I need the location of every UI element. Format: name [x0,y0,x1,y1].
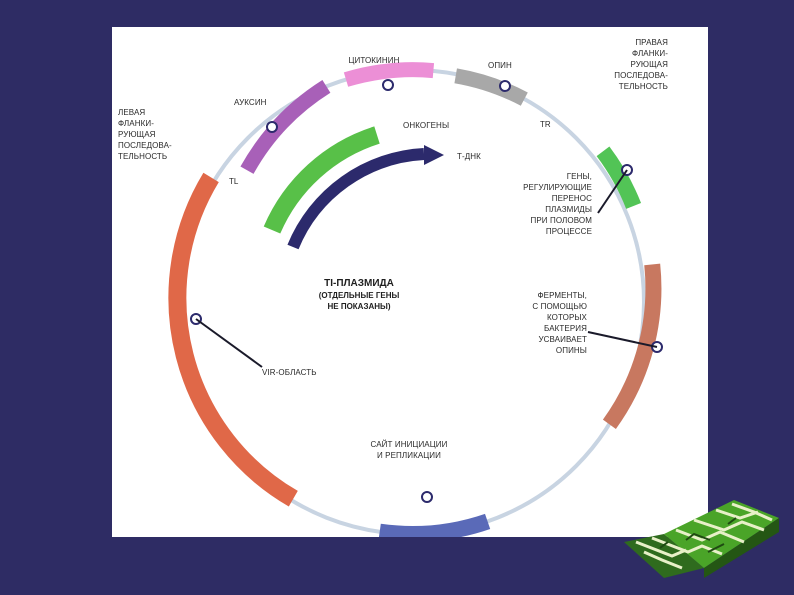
opine-enzymes-leader [587,331,658,348]
diagram-title: TI-ПЛАЗМИДА [324,278,394,289]
tdna-arc [287,148,425,250]
replication-site-label: САЙТ ИНИЦИАЦИИ И РЕПЛИКАЦИИ [370,440,448,460]
plasmid-diagram: TL TR [168,62,663,537]
oncogenes-arc [263,126,380,234]
oncogenes-label: ОНКОГЕНЫ [403,121,450,130]
right-flank-label: ПРАВАЯ ФЛАНКИ- РУЮЩАЯ ПОСЛЕДОВА- ТЕЛЬНОС… [614,38,668,91]
diagram-panel: TL TR АУКСИН ЦИТОКИНИН ОПИН ПРАВАЯ ФЛАНК… [112,27,708,537]
right-flank-marker: TR [540,120,551,129]
opine-segment [454,68,528,106]
auxin-marker [266,121,278,133]
diagram-subtitle: (ОТДЕЛЬНЫЕ ГЕНЫ НЕ ПОКАЗАНЫ) [318,291,400,311]
transfer-genes-label: ГЕНЫ, РЕГУЛИРУЮЩИЕ ПЕРЕНОС ПЛАЗМИДЫ ПРИ … [523,172,592,236]
transfer-genes-segment [596,146,642,209]
opine-marker [499,80,511,92]
replication-site-marker [421,491,433,503]
tdna-label: Т-ДНК [457,152,481,161]
vir-region-label: VIR-ОБЛАСТЬ [262,368,317,377]
auxin-segment [240,80,331,174]
opine-label: ОПИН [488,61,512,70]
left-flank-marker: TL [229,177,239,186]
vir-region-leader [195,318,263,368]
maze-cube-icon [624,500,779,578]
transfer-genes-leader [597,169,628,214]
left-flank-label: ЛЕВАЯ ФЛАНКИ- РУЮЩАЯ ПОСЛЕДОВА- ТЕЛЬНОСТ… [118,108,172,161]
cytokinin-label: ЦИТОКИНИН [348,56,400,65]
opine-enzymes-segment [602,263,662,429]
opine-enzymes-label: ФЕРМЕНТЫ, С ПОМОЩЬЮ КОТОРЫХ БАКТЕРИЯ УСВ… [532,291,587,355]
cytokinin-marker [382,79,394,91]
replication-site-segment [378,513,491,537]
vir-region-segment [168,172,298,507]
tdna-arrowhead [424,145,444,165]
auxin-label: АУКСИН [234,98,267,107]
cytokinin-segment [343,62,435,87]
